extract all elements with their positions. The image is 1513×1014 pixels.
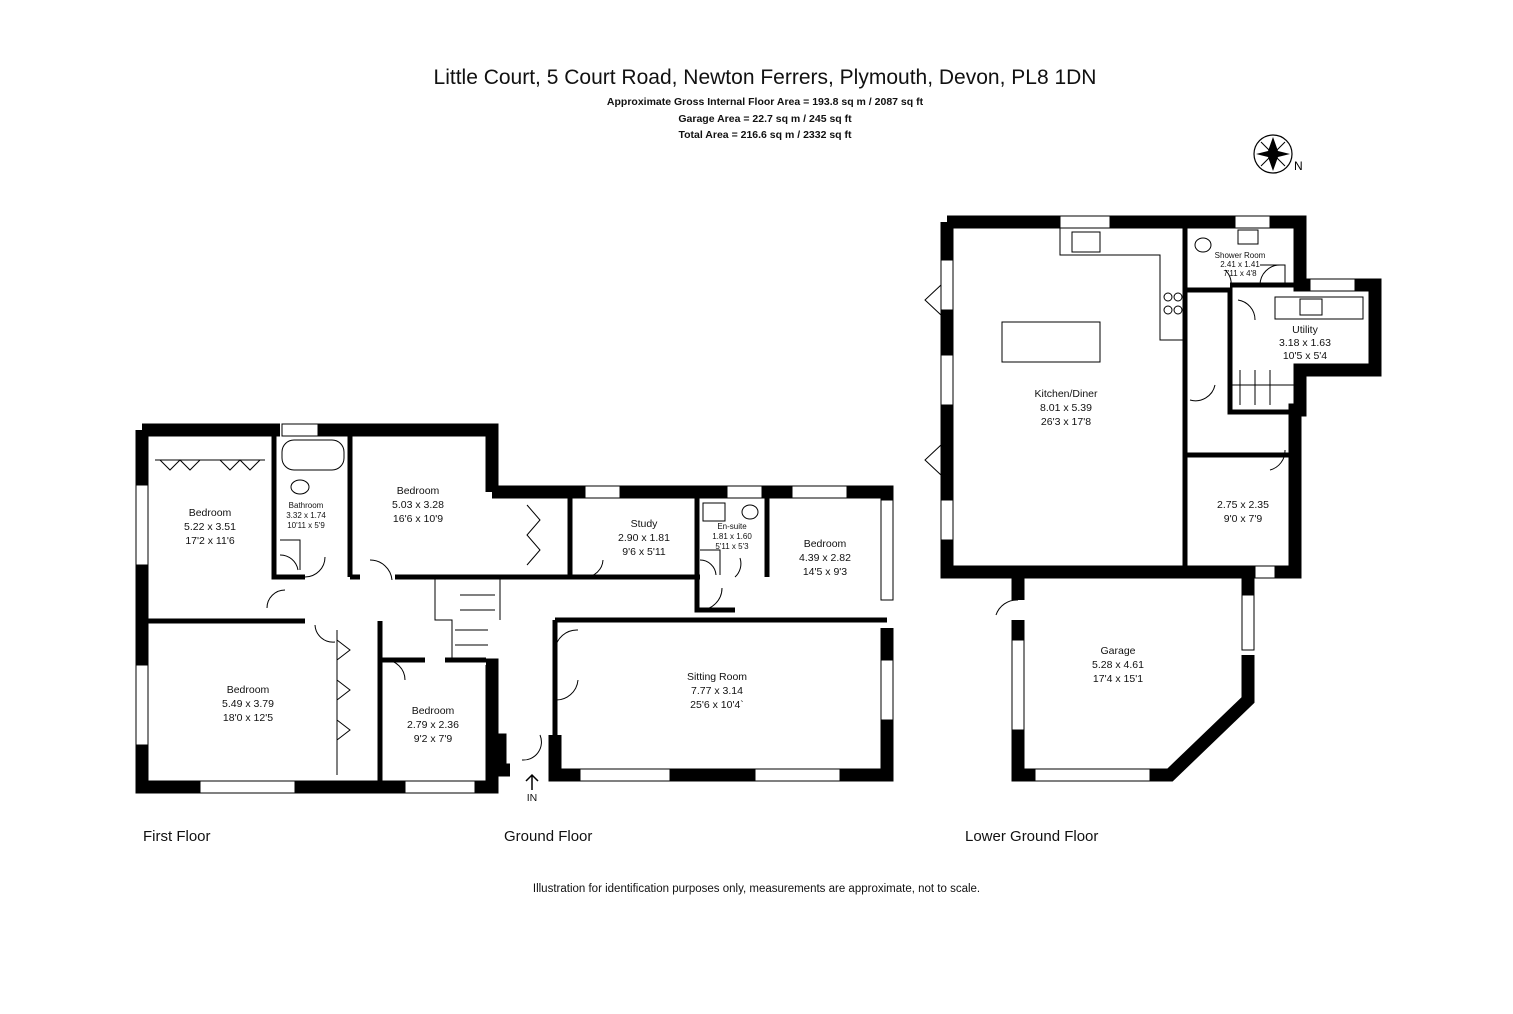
room-imperial: 25'6 x 10'4` xyxy=(690,699,744,711)
room-imperial: 18'0 x 12'5 xyxy=(223,712,273,724)
room-bedroom3: Bedroom 4.39 x 2.82 14'5 x 9'3 xyxy=(799,538,851,578)
room-sitting: Sitting Room 7.77 x 3.14 25'6 x 10'4` xyxy=(687,671,747,711)
room-imperial: 14'5 x 9'3 xyxy=(803,566,847,578)
room-bedroom2: Bedroom 5.03 x 3.28 16'6 x 10'9 xyxy=(392,485,444,525)
room-imperial: 17'4 x 15'1 xyxy=(1093,673,1143,685)
room-bedroom5: Bedroom 2.79 x 2.36 9'2 x 7'9 xyxy=(407,705,459,745)
gross-area-text: Approximate Gross Internal Floor Area = … xyxy=(606,96,924,108)
room-metric: 8.01 x 5.39 xyxy=(1040,402,1092,414)
property-address: Little Court, 5 Court Road, Newton Ferre… xyxy=(433,66,1097,89)
entrance-label: IN xyxy=(527,792,538,804)
room-metric: 5.03 x 3.28 xyxy=(392,499,444,511)
room-metric: 3.32 x 1.74 xyxy=(286,511,326,520)
room-metric: 7.77 x 3.14 xyxy=(691,685,743,697)
first-floor-label: First Floor xyxy=(143,828,211,845)
room-bathroom: Bathroom 3.32 x 1.74 10'11 x 5'9 xyxy=(286,501,326,530)
room-metric: 2.90 x 1.81 xyxy=(618,532,670,544)
compass-north-label: N xyxy=(1294,159,1303,173)
room-metric: 4.39 x 2.82 xyxy=(799,552,851,564)
ground-floor-plan xyxy=(350,485,894,790)
lower-ground-floor-plan xyxy=(924,215,1382,782)
compass-rose-icon: N xyxy=(1253,134,1303,174)
total-area-text: Total Area = 216.6 sq m / 2332 sq ft xyxy=(678,129,852,141)
room-metric: 2.41 x 1.41 xyxy=(1220,260,1260,269)
room-study: Study 2.90 x 1.81 9'6 x 5'11 xyxy=(618,518,670,558)
room-metric: 5.28 x 4.61 xyxy=(1092,659,1144,671)
room-utility: Utility 3.18 x 1.63 10'5 x 5'4 xyxy=(1279,324,1331,362)
room-name: Bedroom xyxy=(227,684,270,696)
room-imperial: 17'2 x 11'6 xyxy=(185,535,235,547)
room-name: Garage xyxy=(1100,645,1135,657)
room-metric: 2.79 x 2.36 xyxy=(407,719,459,731)
room-imperial: 9'0 x 7'9 xyxy=(1224,513,1263,525)
room-name: Study xyxy=(631,518,659,530)
room-imperial: 5'11 x 5'3 xyxy=(715,542,749,551)
room-name: Kitchen/Diner xyxy=(1034,388,1098,400)
room-imperial: 10'5 x 5'4 xyxy=(1283,350,1327,362)
room-imperial: 16'6 x 10'9 xyxy=(393,513,443,525)
room-metric: 2.75 x 2.35 xyxy=(1217,499,1269,511)
room-imperial: 7'11 x 4'8 xyxy=(1223,269,1257,278)
room-shower: Shower Room 2.41 x 1.41 7'11 x 4'8 xyxy=(1215,251,1266,278)
room-name: En-suite xyxy=(717,522,747,531)
room-garage: Garage 5.28 x 4.61 17'4 x 15'1 xyxy=(1092,645,1144,685)
room-kitchen: Kitchen/Diner 8.01 x 5.39 26'3 x 17'8 xyxy=(1034,388,1098,428)
room-imperial: 10'11 x 5'9 xyxy=(287,521,325,530)
room-name: Utility xyxy=(1292,324,1318,336)
room-bedroom1: Bedroom 5.22 x 3.51 17'2 x 11'6 xyxy=(184,507,236,547)
lower-ground-floor-label: Lower Ground Floor xyxy=(965,828,1099,845)
room-imperial: 9'2 x 7'9 xyxy=(414,733,453,745)
room-store: 2.75 x 2.35 9'0 x 7'9 xyxy=(1217,499,1269,525)
disclaimer-text: Illustration for identification purposes… xyxy=(532,883,981,895)
room-metric: 5.22 x 3.51 xyxy=(184,521,236,533)
ground-floor-label: Ground Floor xyxy=(504,828,593,845)
room-name: Bedroom xyxy=(189,507,232,519)
room-name: Bedroom xyxy=(397,485,440,497)
room-name: Bedroom xyxy=(412,705,455,717)
first-floor-plan xyxy=(135,423,499,794)
room-imperial: 26'3 x 17'8 xyxy=(1041,416,1091,428)
room-name: Shower Room xyxy=(1215,251,1266,260)
room-bedroom4: Bedroom 5.49 x 3.79 18'0 x 12'5 xyxy=(222,684,274,724)
room-name: Bedroom xyxy=(804,538,847,550)
room-name: Sitting Room xyxy=(687,671,747,683)
room-imperial: 9'6 x 5'11 xyxy=(622,546,666,558)
room-metric: 5.49 x 3.79 xyxy=(222,698,274,710)
garage-area-text: Garage Area = 22.7 sq m / 245 sq ft xyxy=(678,113,852,125)
room-name: Bathroom xyxy=(289,501,324,510)
room-metric: 3.18 x 1.63 xyxy=(1279,337,1331,349)
room-ensuite: En-suite 1.81 x 1.60 5'11 x 5'3 xyxy=(712,522,752,551)
room-metric: 1.81 x 1.60 xyxy=(712,532,752,541)
